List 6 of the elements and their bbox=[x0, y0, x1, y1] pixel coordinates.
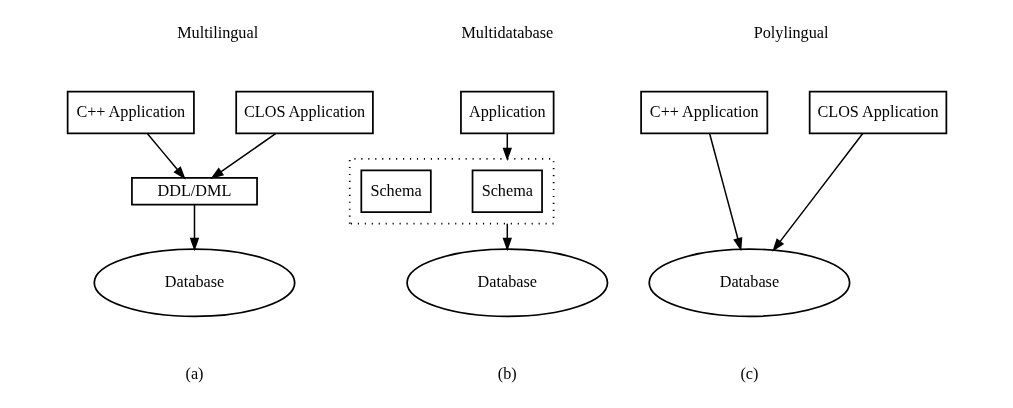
label: (b) bbox=[497, 364, 517, 383]
label: Multilingual bbox=[176, 23, 258, 42]
label: Multidatabase bbox=[460, 23, 553, 42]
label: (c) bbox=[739, 364, 758, 383]
label: Polylingual bbox=[753, 23, 828, 42]
label: (a) bbox=[185, 364, 203, 383]
